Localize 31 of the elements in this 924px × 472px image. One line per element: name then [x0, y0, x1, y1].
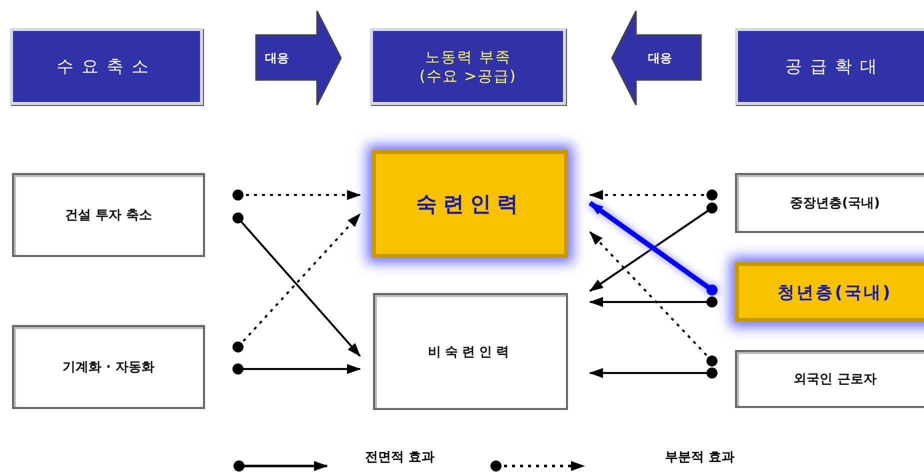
arrow	[589, 190, 718, 200]
arrow-label: 대응	[265, 50, 289, 67]
factor-box	[12, 325, 205, 409]
box-label: 외국인 근로자	[794, 371, 876, 388]
box-label: 청년층(국내)	[778, 282, 892, 304]
box-label: 수요축소	[56, 56, 156, 78]
factor-box	[12, 173, 205, 257]
box-label: 건설 투자 축소	[64, 207, 152, 224]
box-label: 노동력 부족	[425, 48, 511, 66]
factor-box	[735, 350, 924, 408]
arrow	[589, 296, 718, 308]
banner-box	[370, 28, 566, 105]
box-sublabel: (수요 >공급)	[419, 66, 517, 86]
arrow	[232, 364, 361, 374]
box-label: 비숙련인력	[428, 344, 513, 360]
highlight-box	[735, 262, 924, 322]
box-label: 공급확대	[785, 56, 885, 78]
banner-box	[735, 28, 924, 105]
box-label: 중장년층(국내)	[790, 195, 880, 212]
highlight-box	[372, 150, 568, 258]
banner-box	[10, 28, 203, 105]
factor-box	[735, 173, 924, 233]
factor-box	[373, 293, 568, 410]
arrow-label: 대응	[648, 50, 672, 67]
box-label: 숙련인력	[416, 191, 524, 218]
legend-label: 부분적 효과	[665, 449, 735, 466]
legend-label: 전면적 효과	[365, 449, 435, 466]
arrow	[589, 368, 718, 378]
arrow	[232, 190, 361, 200]
box-label: 기계화 · 자동화	[62, 359, 154, 376]
arrow	[589, 231, 718, 366]
